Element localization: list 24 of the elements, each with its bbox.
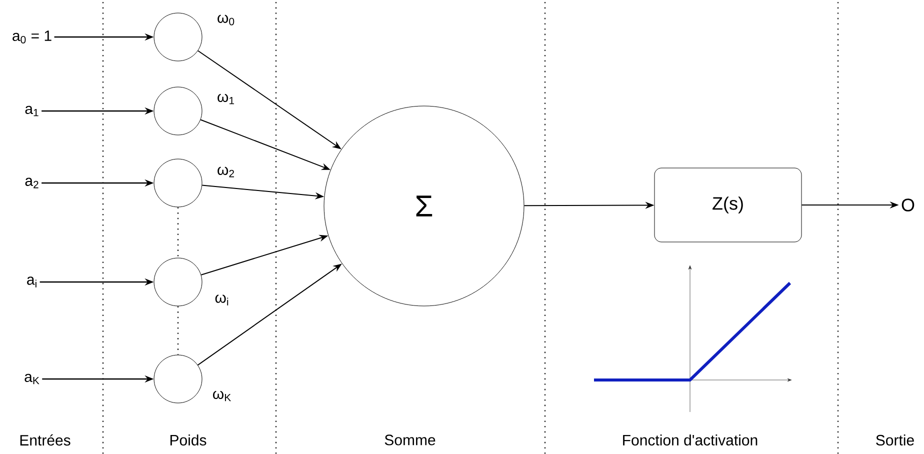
weight-label: ω$_{K}$ [213,390,231,402]
dotted-line [177,207,179,258]
column-label: Fonction d'activation [623,434,758,446]
output-label: O [902,198,914,212]
weight-circle [154,12,202,62]
input-label: a$_{0}$ = 1 [12,30,52,44]
dotted-line [177,306,179,355]
column-label: Poids [170,434,206,446]
function-box: Z(s) [654,168,802,242]
input-label: a$_{i}$ [27,276,36,288]
column-label: Entrées [20,434,70,446]
input-label: a$_{1}$ [25,106,38,116]
weight-label: ω$_{0}$ [218,14,234,26]
column-label: Somme [384,434,436,446]
weight-circle [154,158,202,208]
input-label: a$_{2}$ [25,178,38,188]
weight-circle [154,86,202,136]
input-label: a$_{K}$ [24,374,40,384]
weight-circle [154,258,202,306]
weight-circle [154,354,202,404]
weight-label: ω$_{i}$ [215,294,228,306]
column-label: Sortie [876,434,914,446]
weight-label: ω$_{2}$ [218,166,234,178]
weight-label: ω$_{1}$ [218,94,234,104]
